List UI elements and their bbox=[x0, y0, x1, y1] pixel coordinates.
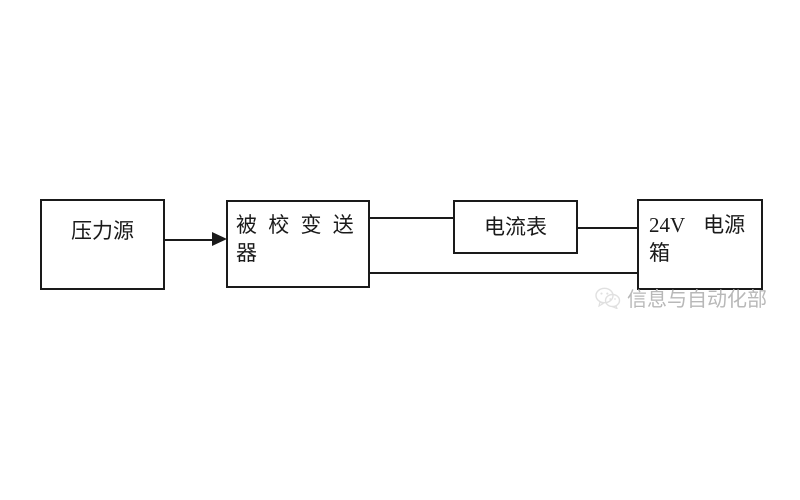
block-power-supply-label-rest: 电源箱 bbox=[649, 213, 746, 266]
block-ammeter-label: 电流表 bbox=[484, 215, 547, 239]
block-transmitter[interactable]: 被 校 变 送 器 bbox=[226, 200, 370, 288]
block-power-supply-voltage: 24V bbox=[649, 213, 686, 237]
connector-ammeter-to-power-supply bbox=[577, 227, 638, 229]
connector-transmitter-to-ammeter bbox=[370, 217, 455, 219]
block-transmitter-label: 被 校 变 送 器 bbox=[236, 213, 365, 266]
arrow-head-icon bbox=[212, 232, 227, 246]
connector-source-to-transmitter bbox=[165, 239, 217, 241]
connector-transmitter-to-power-supply-bottom bbox=[370, 272, 638, 274]
block-ammeter[interactable]: 电流表 bbox=[453, 200, 578, 254]
block-pressure-source[interactable]: 压力源 bbox=[40, 199, 165, 290]
block-pressure-source-label: 压力源 bbox=[71, 219, 134, 243]
wechat-logo-icon bbox=[595, 287, 621, 309]
